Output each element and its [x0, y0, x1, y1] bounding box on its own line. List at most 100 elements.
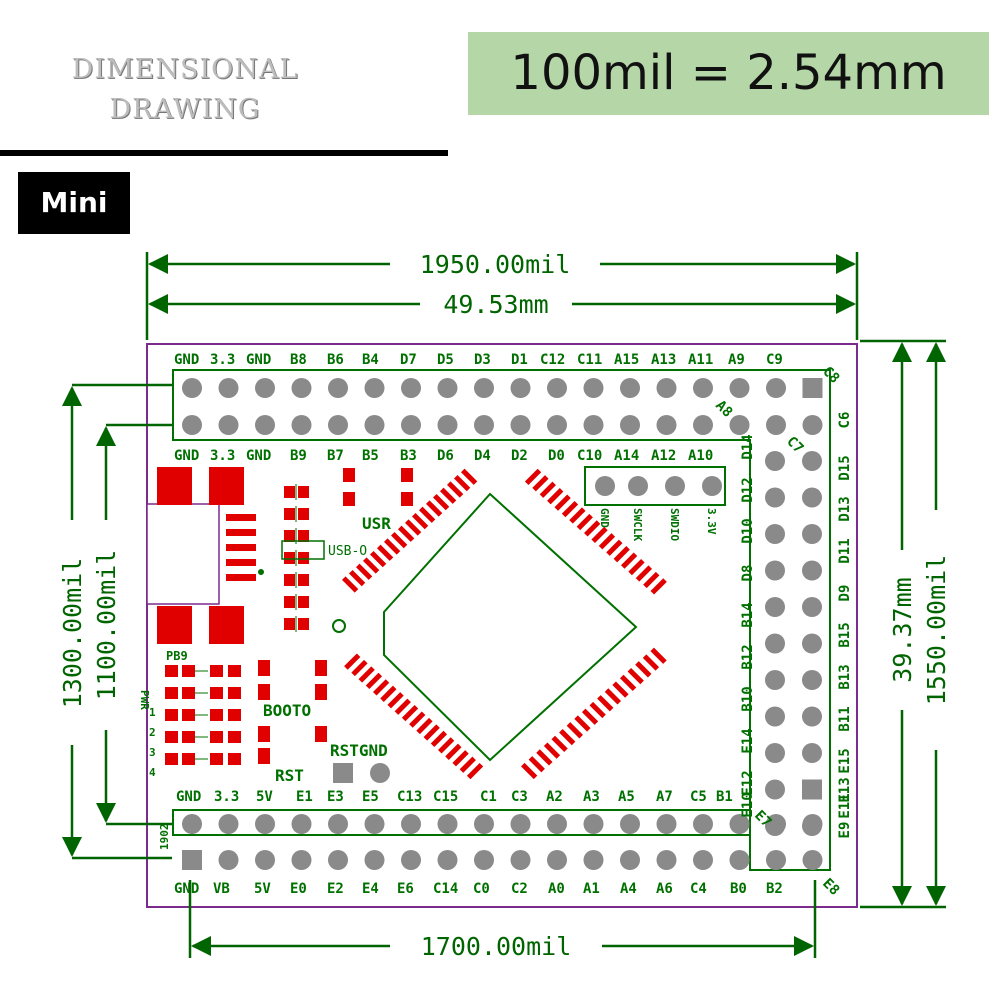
boot-label: BOOTO — [263, 701, 311, 720]
pin-label-bottom-inner: C13 — [397, 789, 422, 805]
header-silk-top — [172, 369, 831, 871]
smd-pad — [401, 492, 413, 506]
pin-label-right-outer: D15 — [837, 455, 853, 480]
pin-label-bottom-outer: E4 — [362, 881, 379, 897]
pin-hole — [218, 850, 239, 870]
mcu-pad — [543, 742, 561, 759]
mcu-pad — [438, 737, 455, 754]
pin-hole — [656, 415, 677, 435]
pin-label-top-inner: B3 — [400, 448, 417, 464]
pin-hole — [802, 850, 823, 870]
pin-hole — [583, 850, 604, 870]
pin-hole — [765, 597, 785, 617]
swd-pin-label: SWCLK — [631, 508, 644, 541]
mcu-pad — [419, 506, 436, 523]
pin-hole — [729, 850, 750, 870]
height-total-label: 1550.00mil — [922, 555, 951, 706]
smd-pad — [258, 748, 270, 764]
mcu-pad — [627, 667, 644, 685]
pin-hole — [729, 378, 750, 398]
variant-badge: Mini — [18, 172, 130, 234]
pin-hole — [401, 850, 421, 870]
pin-label-top-outer: A15 — [614, 352, 639, 368]
pin-hole — [255, 415, 275, 435]
pin-hole — [510, 814, 531, 834]
mcu-pad — [528, 756, 545, 773]
pin-label-top-outer: D7 — [400, 352, 417, 368]
pin-label-bottom-outer: A1 — [583, 881, 600, 897]
pitch-span-label: 1700.00mil — [421, 932, 572, 961]
pin-label-top-outer: B4 — [362, 352, 379, 368]
pin-hole — [510, 378, 531, 398]
smd-pad — [258, 726, 270, 742]
height-mm-label: 39.37mm — [888, 577, 917, 682]
mcu-pad — [459, 756, 476, 773]
pin-label-bottom-outer: A0 — [548, 881, 565, 897]
mcu-pad — [391, 532, 408, 549]
pin-hole — [802, 451, 822, 471]
pin-label-bottom-outer: 5V — [254, 881, 271, 897]
mcu-chip — [332, 468, 667, 780]
pin-hole — [291, 814, 312, 834]
pin-hole — [328, 850, 348, 870]
mcu-pad — [363, 557, 380, 574]
resistor-pad — [284, 486, 295, 498]
pin-label-top-inner: 3.3 — [210, 448, 235, 464]
mcu-pad — [620, 552, 638, 569]
swd-pin-label: SWDIO — [668, 508, 681, 541]
pin-hole — [802, 633, 822, 654]
pin-label-right-outer: B13 — [837, 664, 853, 689]
pin-hole — [656, 850, 677, 870]
pin-hole — [766, 814, 786, 834]
pin-hole — [802, 524, 822, 544]
led-pad — [182, 665, 195, 677]
pin-hole — [255, 378, 275, 398]
pin-label-right-outer: D9 — [837, 585, 853, 602]
pin-hole — [510, 415, 531, 435]
header-silk-bottom — [172, 809, 751, 836]
swd-pin-hole — [628, 476, 648, 496]
mcu-pad — [405, 519, 422, 536]
smd-pad — [315, 660, 327, 676]
pin-hole-square — [182, 850, 202, 870]
pin-label-bottom-inner: A7 — [656, 789, 673, 805]
pin-hole — [218, 378, 239, 398]
pin-label-top-inner: B9 — [290, 448, 307, 464]
resistor-pad — [298, 552, 309, 564]
led-pad — [182, 709, 195, 721]
mcu-pad — [635, 661, 652, 678]
mcu-pad — [423, 724, 440, 741]
resistor-pad — [284, 508, 295, 520]
title-line-1: DIMENSIONAL — [71, 54, 299, 85]
resistor-pad — [298, 596, 309, 608]
smd-pad — [401, 468, 413, 482]
mcu-pad — [569, 507, 586, 524]
pin-label-bottom-inner: E5 — [362, 789, 379, 805]
pin-label-top-outer: A9 — [728, 352, 745, 368]
title-underline — [0, 150, 448, 156]
resistor-pad — [298, 486, 309, 498]
mcu-pad — [650, 647, 667, 664]
pin-label-bottom-outer: A4 — [620, 881, 637, 897]
pin-label-right-outer: C6 — [837, 412, 853, 429]
led-pad — [228, 731, 241, 743]
pin-label-top-outer: B8 — [290, 352, 307, 368]
pin-hole — [802, 560, 822, 581]
pin-hole — [802, 415, 823, 435]
mcu-pad — [342, 576, 359, 593]
pin-label-top-inner: A14 — [614, 448, 639, 464]
mcu-pad — [351, 659, 368, 677]
mcu-pad — [447, 481, 464, 498]
resistor-pad — [284, 552, 295, 564]
mcu-pad — [574, 715, 591, 732]
mcu-pad — [380, 685, 397, 702]
pin-label-bottom-inner: C15 — [433, 789, 458, 805]
pin-hole — [364, 850, 385, 870]
mcu-pad — [370, 551, 387, 568]
pin-label-top-inner: A10 — [688, 448, 713, 464]
pin-hole — [802, 706, 822, 727]
mcu-pad — [597, 695, 614, 712]
pin-label-right-outer: B11 — [837, 706, 853, 731]
pin-label-top-inner: B5 — [362, 448, 379, 464]
led-pad — [165, 731, 178, 743]
